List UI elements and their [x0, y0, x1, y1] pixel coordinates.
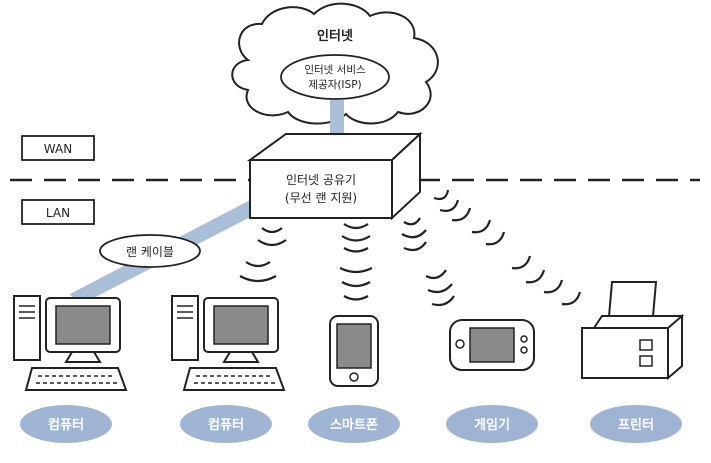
wifi-signal-console — [401, 217, 455, 307]
wan-label-box: WAN — [21, 135, 95, 161]
device-label-4: 게임기 — [446, 405, 538, 443]
device-label-pill — [308, 405, 400, 443]
router-line1: 인터넷 공유기 — [286, 173, 356, 187]
isp-line1: 인터넷 서비스 — [304, 64, 366, 76]
lan-cable-label: 랜 케이블 — [126, 245, 174, 259]
desktop-computer-icon — [13, 295, 128, 391]
device-label-pill — [590, 405, 682, 443]
wifi-signal-printer — [433, 189, 582, 306]
internet-label: 인터넷 — [317, 28, 353, 44]
printer-icon — [581, 281, 684, 381]
lan-label: LAN — [46, 206, 70, 220]
desktop-computer-icon — [171, 295, 286, 391]
device-label-pill — [446, 405, 538, 443]
wan-label: WAN — [44, 142, 72, 156]
lan-cable-bubble: 랜 케이블 — [99, 234, 201, 268]
device-labels: 컴퓨터 컴퓨터 스마트폰 게임기 프린터 — [20, 405, 682, 443]
wifi-signal-phone — [339, 223, 373, 301]
device-label-text: 스마트폰 — [330, 417, 378, 433]
device-label-text: 프린터 — [618, 417, 654, 433]
device-label-1: 컴퓨터 — [20, 405, 112, 443]
device-label-text: 컴퓨터 — [208, 417, 244, 433]
lan-label-box: LAN — [21, 199, 95, 225]
wifi-signal-computer — [239, 227, 287, 283]
device-label-5: 프린터 — [590, 405, 682, 443]
device-label-3: 스마트폰 — [308, 405, 400, 443]
router-icon: 인터넷 공유기 (무선 랜 지원) — [246, 131, 423, 221]
game-console-icon — [449, 319, 535, 371]
isp-bubble — [280, 54, 390, 100]
device-label-pill — [180, 405, 272, 443]
device-label-text: 컴퓨터 — [48, 417, 84, 433]
router-line2: (무선 랜 지원) — [285, 191, 357, 205]
smartphone-icon — [329, 315, 379, 387]
device-label-pill — [20, 405, 112, 443]
isp-line2: 제공자(ISP) — [308, 79, 361, 91]
internet-cloud: 인터넷 인터넷 서비스 제공자(ISP) — [231, 2, 439, 125]
device-label-2: 컴퓨터 — [180, 405, 272, 443]
device-label-text: 게임기 — [474, 418, 510, 433]
